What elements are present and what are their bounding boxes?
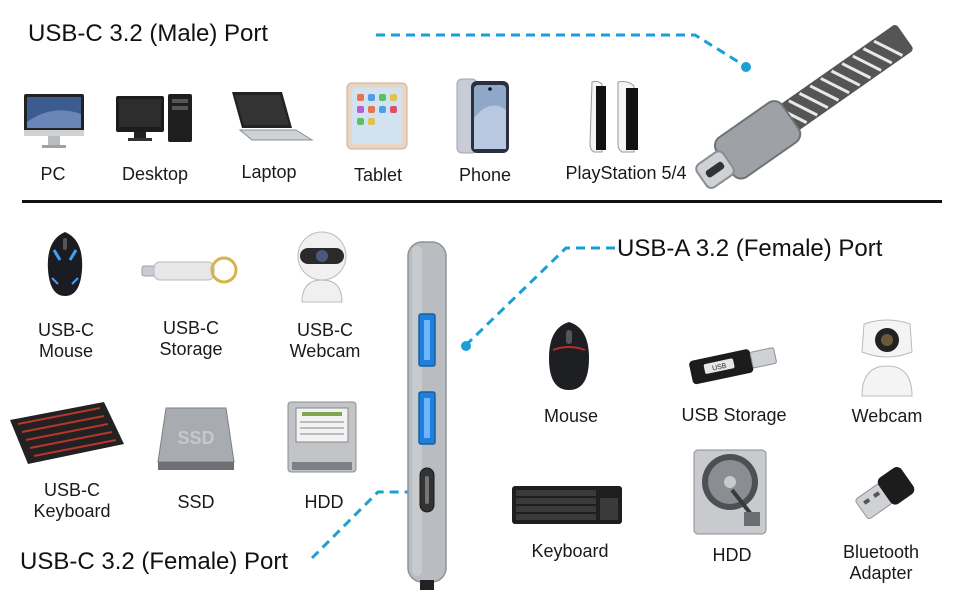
gaming-mouse-icon: [47, 232, 83, 296]
usbc-cable-icon: [695, 25, 913, 189]
usba-device-label-hdd: HDD: [712, 545, 752, 565]
hard-drive-icon: [287, 401, 357, 473]
host-label-desktop: Desktop: [121, 164, 189, 184]
imac-icon: [24, 94, 84, 148]
svg-text:SSD: SSD: [177, 428, 214, 448]
usba-device-label-keyboard: Keyboard: [531, 541, 609, 561]
usbc-device-label-mouse: USB-C Mouse: [26, 320, 106, 362]
usbc-device-label-hdd: HDD: [304, 492, 344, 512]
mouse-icon: [549, 322, 589, 390]
usbc-device-label-ssd: SSD: [177, 492, 215, 512]
usba-device-label-bluetooth-adapter-line: Bluetooth Adapter: [842, 542, 920, 583]
tablet-icon: [346, 82, 408, 150]
laptop-icon: [232, 92, 314, 141]
usbc-device-label-storage-line: USB-C Storage: [159, 318, 223, 359]
section-divider: [22, 200, 942, 203]
game-console-icon: [589, 80, 638, 153]
usbc-device-label-keyboard-line: USB-C Keyboard: [33, 480, 111, 521]
host-label-playstation: PlayStation 5/4: [565, 163, 687, 183]
bluetooth-adapter-icon: [855, 467, 915, 520]
usba-device-label-mouse: Mouse: [543, 406, 599, 426]
host-label-pc: PC: [40, 164, 66, 184]
usb-flash-drive-icon: USB: [689, 347, 777, 385]
usba-device-label-webcam: Webcam: [851, 406, 923, 426]
host-label-laptop: Laptop: [241, 162, 297, 182]
usbc-female-port-heading: USB-C 3.2 (Female) Port: [20, 548, 289, 575]
desktop-tower-icon: [116, 94, 192, 142]
mechanical-keyboard-icon: [10, 402, 124, 464]
security-camera-icon: [861, 319, 913, 397]
usbc-device-label-storage: USB-C Storage: [148, 318, 234, 360]
host-label-phone: Phone: [458, 165, 512, 185]
usba-port-1: [418, 313, 436, 367]
open-hard-drive-icon: [693, 449, 767, 535]
usba-female-port-heading: USB-A 3.2 (Female) Port: [617, 235, 883, 262]
usbc-device-label-keyboard: USB-C Keyboard: [22, 480, 122, 522]
usbc-male-port-heading: USB-C 3.2 (Male) Port: [28, 20, 269, 47]
usb-stick-icon: [141, 256, 238, 284]
usbc-device-label-webcam: USB-C Webcam: [282, 320, 368, 362]
usba-device-label-usb-storage: USB Storage: [681, 405, 787, 425]
usb-hub-icon: [407, 241, 447, 590]
host-label-tablet: Tablet: [353, 165, 403, 185]
keyboard-icon: [512, 486, 622, 524]
usbc-device-label-webcam-line: USB-C Webcam: [289, 320, 361, 361]
svg-text:USB: USB: [712, 363, 728, 373]
smartphone-icon: [456, 78, 509, 154]
ssd-icon: SSD: [157, 407, 235, 470]
usba-port-2: [418, 391, 436, 445]
usba-device-label-bluetooth-adapter: Bluetooth Adapter: [826, 542, 936, 584]
webcam-icon: [297, 231, 347, 303]
usbc-device-label-mouse-line: USB-C Mouse: [37, 320, 94, 361]
